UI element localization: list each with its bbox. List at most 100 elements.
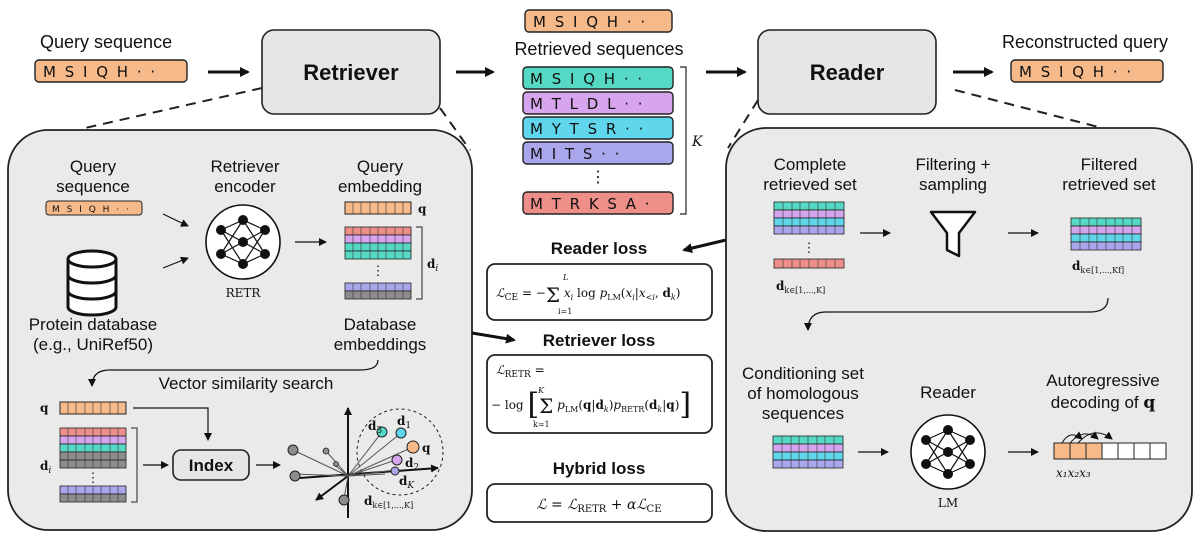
lp-mini-seq-text: M S I Q H · · <box>52 205 131 215</box>
retriever-loss-sum-top: K <box>537 386 545 395</box>
retriever-box <box>261 29 441 115</box>
retrieved-seq-4-text: M I T S · · <box>530 145 621 163</box>
di-label: di <box>427 257 438 274</box>
lp-query-seq-label-1: Query <box>70 157 117 176</box>
retrieved-top-seq-box <box>524 9 673 33</box>
conditioning-set-grid <box>772 435 844 469</box>
x123-label: x₁x₂x₃ <box>1056 466 1091 480</box>
reader-box <box>757 29 937 115</box>
rp-auto-label-1: Autoregressive <box>1046 371 1159 390</box>
reader-loss-title: Reader loss <box>551 239 647 258</box>
reader-title: Reader <box>810 60 885 85</box>
reader-loss-sum-bottom: i=1 <box>558 307 572 316</box>
funnel-icon <box>929 210 977 258</box>
complete-set-grid: ⋮ <box>773 201 845 269</box>
di-bracket <box>416 226 423 300</box>
retriever-loss-box <box>486 354 713 434</box>
query-embedding-bar <box>344 201 412 215</box>
hybrid-loss-title: Hybrid loss <box>553 459 646 478</box>
di-bracket-bottom <box>131 427 138 503</box>
zoom-line-retriever-left <box>84 87 263 129</box>
k-bracket <box>680 66 687 215</box>
autoregressive-token-row <box>1053 431 1167 460</box>
svg-text:⋮: ⋮ <box>87 470 100 485</box>
recon-seq-text: M S I Q H · · <box>1019 63 1133 81</box>
retriever-loss-title: Retriever loss <box>543 331 655 350</box>
dK-label: dK <box>399 474 415 491</box>
vector-space-plot <box>287 407 444 518</box>
rp-filter-label-2: sampling <box>919 175 987 194</box>
rp-auto-label-2: decoding of q <box>1051 393 1156 413</box>
k-symbol: K <box>691 134 704 150</box>
rp-complete-label-1: Complete <box>774 155 847 174</box>
retriever-loss-sum-bottom: k=1 <box>533 420 550 429</box>
d2-label: d2 <box>405 456 419 473</box>
reconstructed-query-label: Reconstructed query <box>1002 32 1168 52</box>
arrow-to-retriever-loss <box>471 331 516 344</box>
retrieved-vdots: ⋮ <box>590 169 606 186</box>
vss-label: Vector similarity search <box>159 374 334 393</box>
dk-filtered-label: dk∈[1,...,Kf] <box>1072 259 1124 275</box>
query-seq-text: M S I Q H · · <box>43 63 157 81</box>
vss-arrow <box>88 359 379 387</box>
di-label-bottom: di <box>40 459 51 476</box>
retriever-loss-formula-2: − log [Σ pLM(q|dk)pRETR(dk|q)] <box>491 387 691 422</box>
lp-encoder-label-1: Retriever <box>211 157 280 176</box>
lp-db-emb-label-2: embeddings <box>334 335 427 354</box>
retrieved-sequences-label: Retrieved sequences <box>514 39 683 59</box>
rp-cond-label-2: of homologous <box>747 384 859 403</box>
arrow-q-to-index <box>133 407 212 441</box>
zoom-line-reader-right <box>954 89 1111 131</box>
retrieved-seq-5-box <box>522 191 674 215</box>
lp-db-emb-label-1: Database <box>344 315 417 334</box>
arrow-to-reader-loss <box>682 238 727 254</box>
reader-network-icon <box>910 414 986 490</box>
arrow-db-to-encoder <box>162 256 189 269</box>
index-label: Index <box>189 456 234 475</box>
arrow-seq-to-encoder <box>162 213 189 227</box>
query-sequence-label: Query sequence <box>40 32 172 52</box>
zoom-line-reader-left <box>727 99 759 149</box>
lp-encoder-label-2: encoder <box>214 177 276 196</box>
rp-filter-label-1: Filtering + <box>915 155 990 174</box>
rp-filtered-label-2: retrieved set <box>1062 175 1156 194</box>
reader-loss-box <box>486 263 713 321</box>
zoom-line-retriever-right <box>439 107 471 151</box>
database-embedding-grid-bottom: ⋮ <box>59 427 127 503</box>
d3-label: d3 <box>368 419 382 436</box>
q-label-plot: q <box>422 441 431 455</box>
retrieved-seq-5-text: M T R K S A · <box>530 195 652 213</box>
retrieved-seq-2-box <box>522 91 674 115</box>
retrieved-seq-4-box <box>522 141 674 165</box>
index-box <box>172 449 250 481</box>
q-label-top: q <box>418 202 427 216</box>
retrieved-top-seq-text: M S I Q H · · <box>533 13 647 31</box>
lp-db-label-2: (e.g., UniRef50) <box>33 335 153 354</box>
retriever-title: Retriever <box>303 60 399 85</box>
retrieved-seq-2-text: M T L D L · · <box>530 95 645 113</box>
q-label-bottom: q <box>40 401 49 415</box>
lm-label: LM <box>938 496 958 510</box>
lp-embedding-label-2: embedding <box>338 177 422 196</box>
arrow-filtered-to-conditioning <box>804 297 1109 331</box>
recon-seq-box <box>1010 59 1164 83</box>
retrieved-seq-3-text: M Y T S R · · <box>530 120 645 138</box>
retrieved-seq-3-box <box>522 116 674 140</box>
query-seq-box <box>34 59 188 83</box>
hybrid-loss-formula: ℒ = ℒRETR + αℒCE <box>536 497 661 515</box>
rp-filtered-label-1: Filtered <box>1081 155 1138 174</box>
lp-embedding-label-1: Query <box>357 157 404 176</box>
rp-complete-label-2: retrieved set <box>763 175 857 194</box>
lp-db-label-1: Protein database <box>29 315 158 334</box>
query-embedding-bar-bottom <box>59 401 127 415</box>
rp-cond-label-3: sequences <box>762 404 844 423</box>
database-icon <box>66 249 118 317</box>
dk-complete-label: dk∈[1,...,K] <box>776 279 825 295</box>
retriever-loss-formula-1: ℒRETR = <box>496 363 545 380</box>
lp-query-seq-label-2: sequence <box>56 177 130 196</box>
retriever-network-icon <box>205 204 281 280</box>
rp-reader-label: Reader <box>920 383 976 402</box>
reader-loss-formula: ℒCE = −Σ xi log pLM(xi|x<i, dk) <box>496 283 680 307</box>
filtered-set-grid <box>1070 217 1142 251</box>
